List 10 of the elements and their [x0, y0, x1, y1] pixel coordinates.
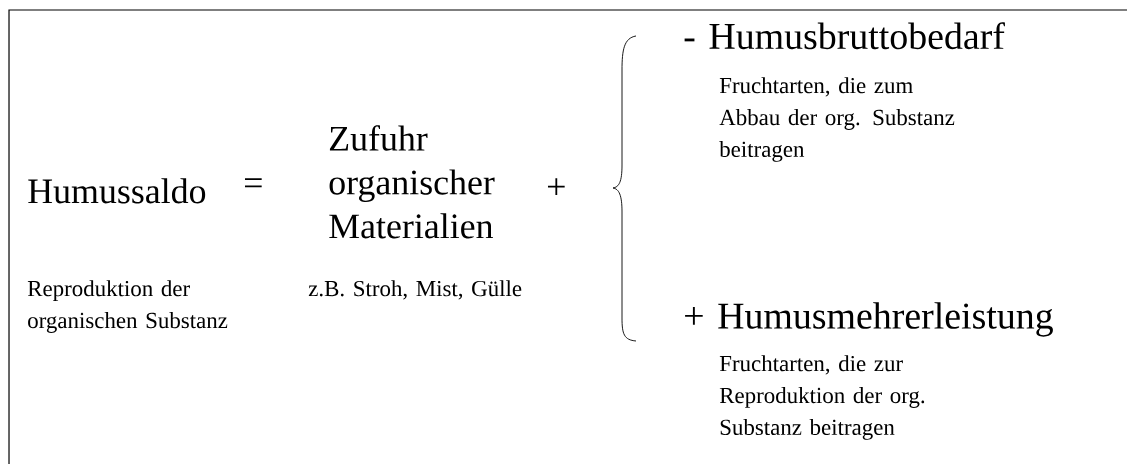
term-description: z.B. Stroh, Mist, Gülle — [308, 280, 522, 300]
equals-sign: = — [245, 178, 262, 188]
formula-term: Humussaldo — [28, 178, 206, 204]
plus-sign: + — [548, 178, 565, 195]
term-description: Fruchtarten, die zur Reproduktion der org. Substanz beitragen — [719, 355, 925, 440]
term-description: Fruchtarten, die zum Abbau der org. Substanz beitragen — [719, 77, 955, 162]
formula-term: - Humusbruttobedarf — [684, 22, 1005, 50]
formula-term: Zufuhr organischer Materialien — [329, 125, 495, 239]
formula-term: + Humusmehrerleistung — [685, 302, 1053, 337]
term-description: Reproduktion der organischen Substanz — [27, 280, 228, 333]
